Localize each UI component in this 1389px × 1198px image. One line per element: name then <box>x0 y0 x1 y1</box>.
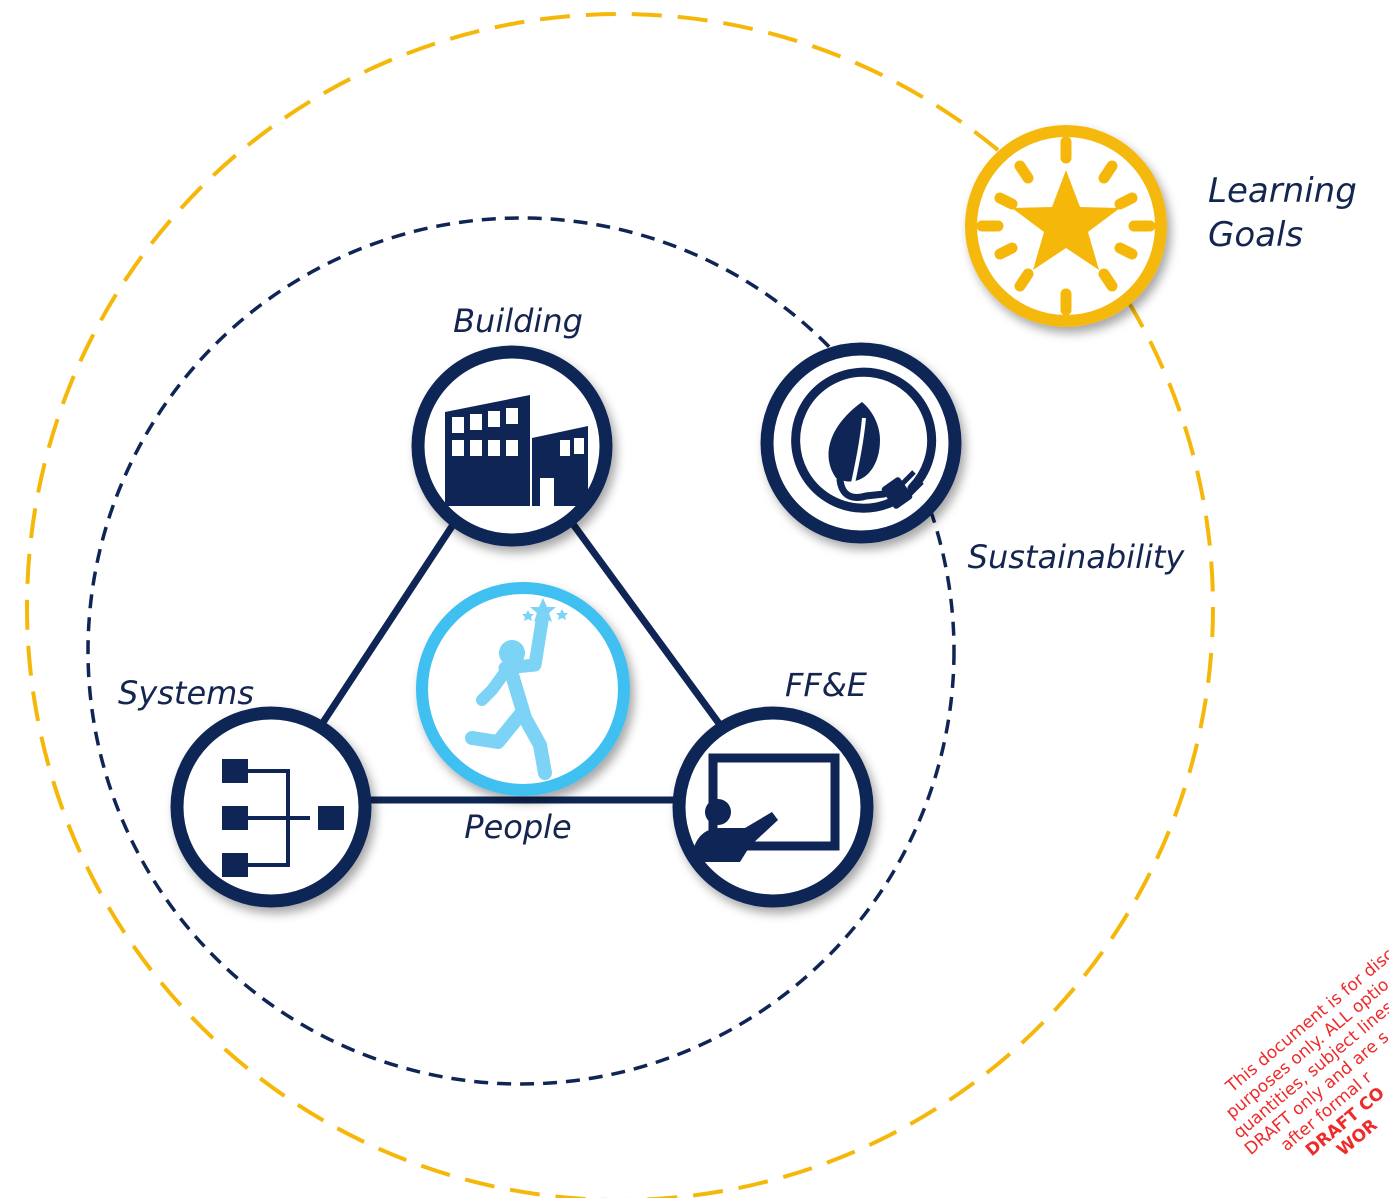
learning-goals-label-line1: Learning <box>1208 171 1357 211</box>
systems-label: Systems <box>118 674 254 712</box>
hierarchy-flow-icon <box>222 759 344 877</box>
office-building-icon <box>445 395 588 506</box>
presenter-board-icon <box>692 753 840 862</box>
sustainability-boundary <box>86 216 956 1086</box>
reaching-person-stars-icon <box>465 598 568 780</box>
building-label: Building <box>453 302 583 340</box>
sustainability-label: Sustainability <box>968 538 1186 576</box>
star-icon <box>1012 170 1120 270</box>
learning-goals-boundary <box>25 12 1215 1198</box>
learning-goals-label-line2: Goals <box>1208 215 1303 255</box>
star-burst-icon <box>976 136 1156 316</box>
core-triangle <box>268 434 779 804</box>
people-label: People <box>464 808 571 846</box>
leaf-plug-icon <box>791 367 937 513</box>
ffe-label: FF&E <box>785 666 868 704</box>
draft-watermark: This document is for disc purposes only.… <box>1222 945 1389 1161</box>
